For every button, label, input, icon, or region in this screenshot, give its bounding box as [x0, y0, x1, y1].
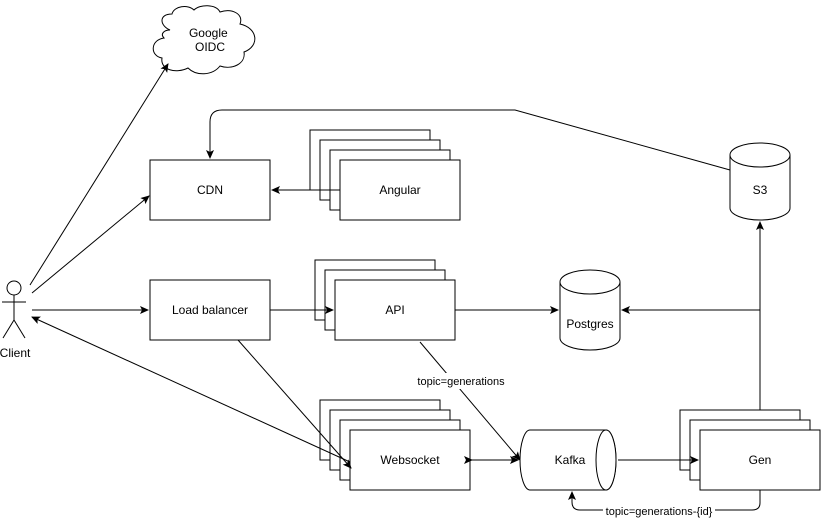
- gen-to-kafka-label-text: topic=generations-{id}: [606, 506, 713, 518]
- client-head: [6, 280, 22, 296]
- api-node: API: [314, 259, 456, 341]
- cloud-shape: [152, 5, 256, 75]
- postgres-cylinder-body: [559, 282, 621, 351]
- websocket-label: Websocket: [380, 453, 440, 467]
- postgres-node: Postgres: [559, 269, 621, 351]
- kafka-label: Kafka: [555, 453, 586, 467]
- angular-node: Angular: [309, 129, 461, 221]
- s3-cylinder-top: [729, 142, 791, 168]
- angular-label: Angular: [379, 183, 420, 197]
- google-oidc-node: Google OIDC: [152, 5, 256, 75]
- postgres-label: Postgres: [566, 317, 613, 331]
- s3-cylinder-body: [729, 155, 791, 221]
- cdn-node: CDN: [149, 159, 271, 221]
- edge-client-to-cdn: [31, 195, 150, 294]
- client-leg-right: [13, 319, 26, 339]
- gen-to-kafka-edge-label: topic=generations-{id}: [603, 503, 715, 518]
- edge-websocket-to-client: [31, 316, 351, 463]
- kafka-cylinder-end: [595, 429, 617, 491]
- websocket-box: [349, 429, 471, 491]
- google-oidc-label: Google OIDC: [189, 26, 231, 54]
- api-label: API: [385, 303, 404, 317]
- edge-s3-to-cdn: [206, 109, 731, 171]
- client-label: Client: [0, 346, 31, 360]
- api-to-kafka-edge-label: topic=generations: [414, 373, 510, 389]
- kafka-node: Kafka: [519, 429, 617, 491]
- client-leg-left: [2, 319, 15, 339]
- load-balancer-label: Load balancer: [172, 303, 248, 317]
- gen-box: [699, 429, 821, 491]
- edge-client-to-google: [29, 63, 169, 286]
- gen-label: Gen: [749, 453, 772, 467]
- postgres-cylinder-top: [559, 269, 621, 295]
- google-oidc-line-2: OIDC: [195, 40, 225, 54]
- load-balancer-node: Load balancer: [149, 279, 271, 341]
- google-oidc-line-1: Google: [189, 26, 228, 40]
- cdn-label: CDN: [197, 183, 223, 197]
- api-to-kafka-label-text: topic=generations: [417, 376, 505, 388]
- websocket-node: Websocket: [319, 399, 471, 491]
- edge-load-balancer-to-websocket: [237, 339, 352, 469]
- gen-node: Gen: [679, 409, 821, 491]
- s3-label: S3: [753, 183, 768, 197]
- edge-api-to-kafka: [419, 341, 521, 461]
- cdn-box: [149, 159, 271, 221]
- edge-gen-to-postgres: [621, 306, 761, 410]
- client-actor: Client: [0, 280, 31, 360]
- api-box: [334, 279, 456, 341]
- s3-node: S3: [729, 142, 791, 221]
